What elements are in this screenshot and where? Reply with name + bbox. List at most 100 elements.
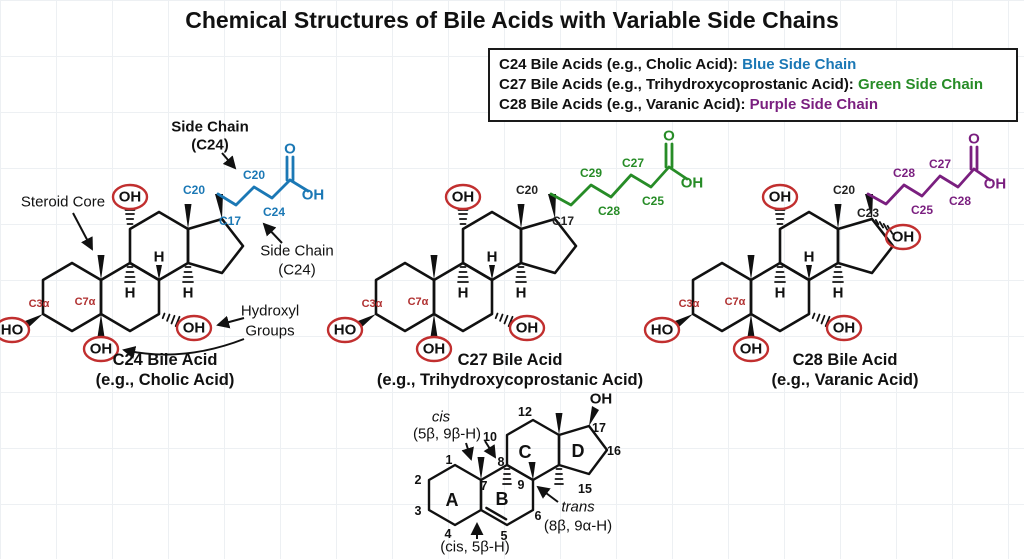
position-number: 6 bbox=[535, 509, 542, 523]
c27-structure: H H H OH HO OH OH C3α C7α C20 C29 C27 C2… bbox=[326, 128, 704, 389]
c7-alpha-label: C7α bbox=[408, 296, 429, 308]
structure-caption: (e.g., Cholic Acid) bbox=[96, 371, 235, 389]
legend-c28-prefix: C28 Bile Acids (e.g., Varanic Acid): bbox=[499, 96, 750, 113]
c23-label: C23 bbox=[857, 206, 879, 220]
c20-label: C20 bbox=[243, 168, 265, 182]
position-number: 10 bbox=[483, 430, 497, 444]
structure-caption: (e.g., Varanic Acid) bbox=[771, 371, 918, 389]
h-label: H bbox=[458, 285, 469, 302]
c17-oh-label: OH bbox=[590, 391, 613, 408]
side-chain-annotation: Side Chain bbox=[171, 119, 249, 136]
structure-caption: C27 Bile Acid bbox=[458, 351, 563, 369]
position-number: 9 bbox=[518, 478, 525, 492]
side-chain-arrow bbox=[221, 152, 237, 170]
c20-label: C20 bbox=[833, 183, 855, 197]
c25-label: C25 bbox=[642, 194, 664, 208]
hydroxyl-annotation: Hydroxyl bbox=[241, 303, 299, 320]
c3-ho-label: HO bbox=[334, 322, 357, 339]
legend-c27-prefix: C27 Bile Acids (e.g., Trihydroxycoprosta… bbox=[499, 76, 858, 93]
position-number: 1 bbox=[446, 453, 453, 467]
legend-item-c24: C24 Bile Acids (e.g., Cholic Acid): Blue… bbox=[499, 55, 1007, 75]
c24-label: C24 bbox=[263, 205, 285, 219]
c28-label: C28 bbox=[949, 194, 971, 208]
position-number: 16 bbox=[607, 444, 621, 458]
c5-oh-label: OH bbox=[90, 341, 113, 358]
h-label: H bbox=[775, 285, 786, 302]
trans-detail-annotation: (8β, 9α-H) bbox=[544, 518, 612, 535]
c13-methyl-wedge bbox=[555, 413, 563, 435]
c25-label: C25 bbox=[911, 203, 933, 217]
ring-d-letter: D bbox=[572, 441, 585, 461]
position-number: 5 bbox=[501, 529, 508, 543]
legend-item-c27: C27 Bile Acids (e.g., Trihydroxycoprosta… bbox=[499, 75, 1007, 95]
h-label: H bbox=[487, 249, 498, 266]
cis-arrow-2 bbox=[483, 440, 497, 459]
c20-label: C20 bbox=[183, 183, 205, 197]
side-chain-right-arrow bbox=[262, 222, 283, 244]
trans-arrow bbox=[536, 485, 559, 503]
carbonyl-o-label: O bbox=[284, 141, 296, 158]
c12-oh-label: OH bbox=[452, 189, 475, 206]
c7-oh-label: OH bbox=[833, 320, 856, 337]
position-number: 12 bbox=[518, 405, 532, 419]
cis-detail-annotation: (5β, 9β-H) bbox=[413, 426, 481, 443]
cis-bottom-annotation: (cis, 5β-H) bbox=[440, 539, 509, 556]
c29-label: C29 bbox=[580, 166, 602, 180]
carbonyl-o-label: O bbox=[663, 128, 675, 145]
ring-a-letter: A bbox=[446, 490, 459, 510]
c20-label: C20 bbox=[516, 183, 538, 197]
c27-label: C27 bbox=[622, 156, 644, 170]
legend-c24-colored: Blue Side Chain bbox=[742, 56, 857, 73]
steroid-core-annotation: Steroid Core bbox=[21, 194, 105, 211]
diagram-title: Chemical Structures of Bile Acids with V… bbox=[185, 7, 839, 33]
h-label: H bbox=[804, 249, 815, 266]
c27-label: C27 bbox=[929, 157, 951, 171]
acid-oh-label: OH bbox=[681, 175, 704, 192]
steroid-core-arrow bbox=[72, 212, 93, 251]
double-bond bbox=[485, 506, 508, 521]
c3-ho-label: HO bbox=[1, 322, 24, 339]
side-chain-right-annotation: Side Chain bbox=[260, 243, 333, 260]
side-chain-right-annotation: (C24) bbox=[278, 262, 316, 279]
c3-ho-label: HO bbox=[651, 322, 674, 339]
h-label: H bbox=[183, 285, 194, 302]
c23-oh-label: OH bbox=[892, 229, 915, 246]
position-number: 15 bbox=[578, 482, 592, 496]
cis-annotation: cis bbox=[432, 409, 451, 426]
ring-d bbox=[557, 424, 609, 476]
hydroxyl-arrow bbox=[216, 315, 245, 329]
trans-annotation: trans bbox=[561, 499, 595, 516]
c3-alpha-label: C3α bbox=[679, 298, 700, 310]
structure-caption: (e.g., Trihydroxycoprostanic Acid) bbox=[377, 371, 643, 389]
legend-item-c28: C28 Bile Acids (e.g., Varanic Acid): Pur… bbox=[499, 95, 1007, 115]
c28-structure: OH C23 H H H OH HO OH OH C3α C7α C20 C28… bbox=[643, 131, 1006, 389]
c5-oh-label: OH bbox=[423, 341, 446, 358]
c17-label: C17 bbox=[219, 214, 241, 228]
c27-side-chain bbox=[549, 142, 689, 207]
h-label: H bbox=[833, 285, 844, 302]
hydroxyl-annotation: Groups bbox=[245, 323, 294, 340]
ring-c-letter: C bbox=[519, 442, 532, 462]
legend-c24-prefix: C24 Bile Acids (e.g., Cholic Acid): bbox=[499, 56, 743, 73]
position-number: 2 bbox=[415, 473, 422, 487]
h-label: H bbox=[516, 285, 527, 302]
h-label: H bbox=[125, 285, 136, 302]
legend-c27-colored: Green Side Chain bbox=[857, 76, 984, 93]
c10-methyl-wedge bbox=[477, 457, 485, 480]
c23-hash-bond bbox=[874, 219, 894, 235]
c23-oh-circle bbox=[884, 223, 922, 251]
h-label: H bbox=[154, 249, 165, 266]
c12-oh-label: OH bbox=[769, 189, 792, 206]
acid-oh-label: OH bbox=[302, 187, 325, 204]
c17-oh-wedge bbox=[589, 406, 599, 426]
steroid-core-skeleton bbox=[0, 183, 245, 363]
side-chain-annotation: (C24) bbox=[191, 137, 229, 154]
steroid-numbering-diagram: 1 2 3 4 5 6 7 8 9 10 12 15 16 17 A B C D… bbox=[413, 391, 621, 556]
position-number: 4 bbox=[445, 527, 452, 541]
legend-box: C24 Bile Acids (e.g., Cholic Acid): Blue… bbox=[488, 48, 1018, 122]
c28-label: C28 bbox=[893, 166, 915, 180]
carbonyl-o-label: O bbox=[968, 131, 980, 148]
cis-arrow bbox=[461, 442, 474, 461]
